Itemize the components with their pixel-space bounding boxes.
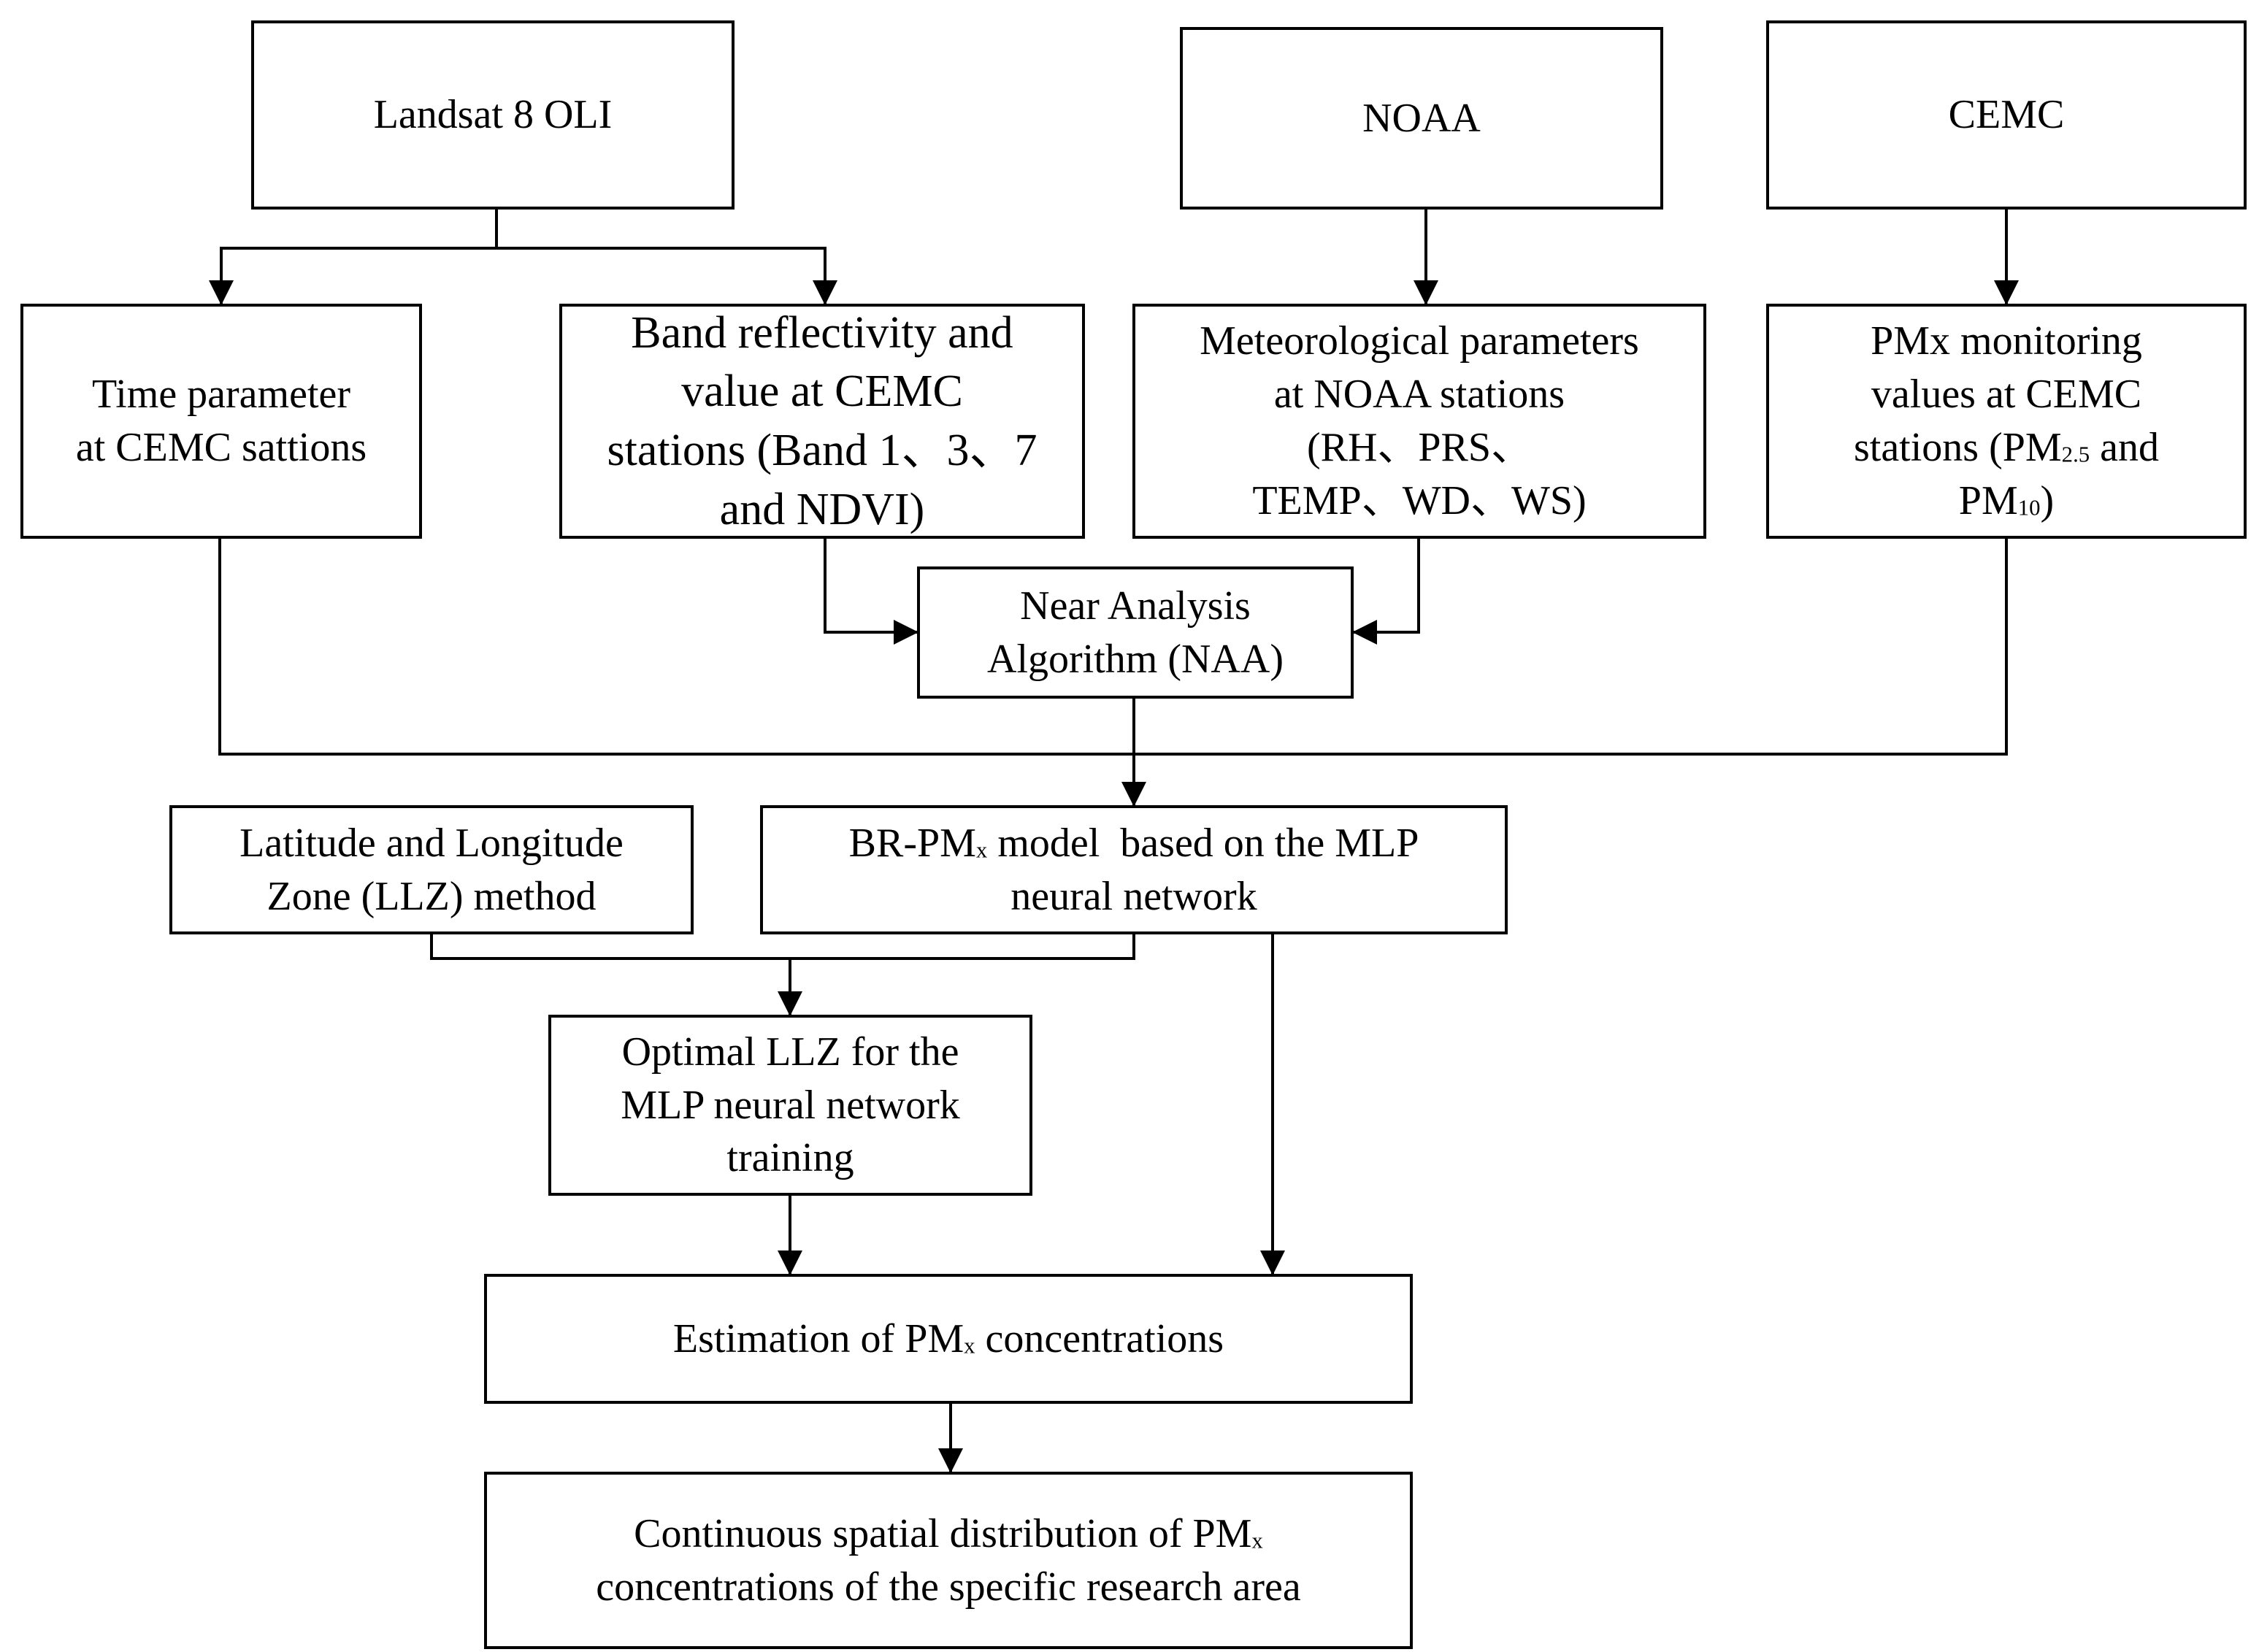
- naa-box: Near Analysis Algorithm (NAA): [917, 566, 1354, 699]
- continuous-line: Continuous spatial distribution of PMx: [596, 1507, 1300, 1561]
- band-reflectivity-label: Band reflectivity and value at CEMC stat…: [607, 304, 1038, 539]
- meteo-line: (RH、PRS、: [1306, 425, 1533, 470]
- meteorological-label: Meteorological parameters at NOAA statio…: [1200, 315, 1639, 527]
- brpm-text: BR-PM: [848, 820, 976, 866]
- band-line: Band reflectivity and: [631, 307, 1013, 358]
- llz-method-box: Latitude and Longitude Zone (LLZ) method: [169, 805, 694, 934]
- brpm-text: model based on the MLP: [987, 820, 1419, 866]
- br-pmx-model-box: BR-PMx model based on the MLP neural net…: [760, 805, 1508, 934]
- pmx-line: PMx monitoring: [1871, 318, 2142, 364]
- cemc-line: CEMC: [1948, 92, 2065, 138]
- estimation-text: concentrations: [975, 1315, 1224, 1361]
- pmx-text: and: [2090, 425, 2160, 470]
- x-subscript: x: [975, 837, 988, 863]
- optimal-llz-box: Optimal LLZ for the MLP neural network t…: [548, 1015, 1032, 1196]
- meteo-line: TEMP、WD、WS): [1252, 477, 1587, 523]
- landsat-to-band-arrow: [496, 247, 837, 305]
- time-parameter-label: Time parameter at CEMC sattions: [76, 368, 367, 475]
- continuous-distribution-box: Continuous spatial distribution of PMx c…: [484, 1472, 1413, 1649]
- band-to-naa-arrow: [824, 539, 918, 645]
- pmx-text: stations (PM: [1853, 425, 2062, 470]
- naa-line: Algorithm (NAA): [987, 636, 1284, 682]
- meteo-line: Meteorological parameters: [1200, 318, 1639, 364]
- continuous-text: Continuous spatial distribution of PM: [634, 1510, 1252, 1556]
- pmx-line: stations (PM2.5 and: [1854, 421, 2159, 475]
- continuous-line: concentrations of the specific research …: [596, 1564, 1301, 1610]
- band-line: stations (Band 1、3、7: [607, 426, 1038, 475]
- landsat-label: Landsat 8 OLI: [374, 88, 613, 142]
- pm25-subscript: 2.5: [2061, 442, 2090, 467]
- time-parameter-line: Time parameter: [91, 372, 351, 418]
- estimation-box: Estimation of PMx concentrations: [484, 1274, 1413, 1404]
- optimal-line: training: [726, 1135, 854, 1181]
- x-subscript: x: [1251, 1528, 1263, 1553]
- band-reflectivity-box: Band reflectivity and value at CEMC stat…: [559, 304, 1085, 539]
- time-parameter-line: at CEMC sattions: [75, 425, 367, 470]
- cemc-box: CEMC: [1766, 20, 2247, 210]
- estimation-line: Estimation of PMx concentrations: [673, 1313, 1224, 1366]
- optimal-line: MLP neural network: [621, 1082, 960, 1128]
- brpm-line: neural network: [1010, 873, 1257, 919]
- time-pmx-connector: [218, 539, 2008, 756]
- meteo-to-naa-arrow: [1352, 539, 1420, 645]
- band-line: and NDVI): [719, 484, 925, 534]
- meteo-line: at NOAA stations: [1273, 372, 1565, 418]
- noaa-box: NOAA: [1180, 27, 1663, 210]
- estimation-text: Estimation of PM: [672, 1315, 964, 1361]
- pmx-monitoring-label: PMx monitoring values at CEMC stations (…: [1854, 315, 2159, 527]
- landsat-line: Landsat 8 OLI: [373, 92, 613, 138]
- naa-line: Near Analysis: [1020, 583, 1251, 629]
- optimal-line: Optimal LLZ for the: [621, 1029, 959, 1075]
- llz-line: Latitude and Longitude: [239, 820, 624, 866]
- estimation-label: Estimation of PMx concentrations: [673, 1313, 1224, 1366]
- continuous-distribution-label: Continuous spatial distribution of PMx c…: [596, 1507, 1300, 1614]
- pm10-subscript: 10: [2017, 495, 2041, 520]
- llz-brpm-to-optimal-arrow: [430, 934, 1135, 1015]
- landsat-to-time-arrow: [209, 210, 498, 305]
- naa-label: Near Analysis Algorithm (NAA): [987, 580, 1284, 686]
- band-line: value at CEMC: [681, 366, 963, 417]
- brpm-line: BR-PMx model based on the MLP: [849, 817, 1419, 870]
- llz-method-label: Latitude and Longitude Zone (LLZ) method: [239, 817, 624, 923]
- pmx-text: ): [2040, 477, 2055, 523]
- pmx-monitoring-box: PMx monitoring values at CEMC stations (…: [1766, 304, 2247, 539]
- pmx-line: values at CEMC: [1871, 372, 2142, 418]
- time-parameter-box: Time parameter at CEMC sattions: [20, 304, 422, 539]
- optimal-llz-label: Optimal LLZ for the MLP neural network t…: [621, 1026, 960, 1185]
- noaa-label: NOAA: [1362, 92, 1481, 145]
- pmx-line: PM10): [1854, 475, 2159, 528]
- meteorological-box: Meteorological parameters at NOAA statio…: [1132, 304, 1706, 539]
- x-subscript: x: [964, 1333, 975, 1359]
- pmx-text: PM: [1958, 477, 2018, 523]
- noaa-line: NOAA: [1362, 95, 1481, 141]
- llz-line: Zone (LLZ) method: [266, 873, 597, 919]
- landsat-box: Landsat 8 OLI: [251, 20, 735, 210]
- cemc-label: CEMC: [1949, 88, 2065, 142]
- br-pmx-model-label: BR-PMx model based on the MLP neural net…: [849, 817, 1419, 923]
